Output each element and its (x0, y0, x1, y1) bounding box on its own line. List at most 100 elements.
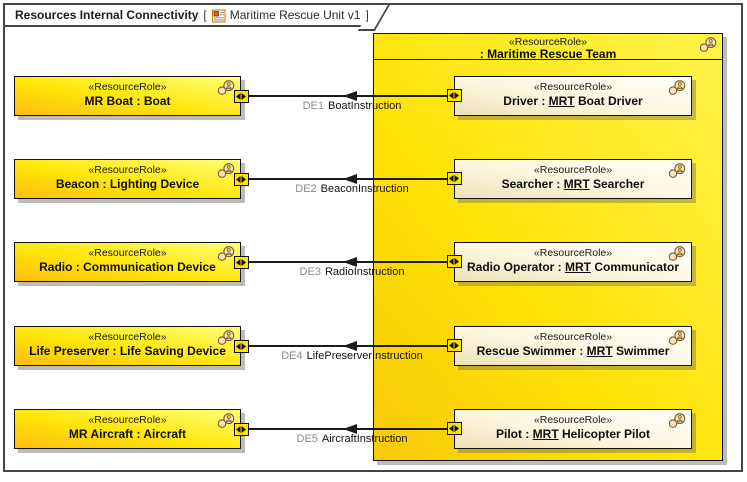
flow-id: DE1 (302, 100, 325, 112)
block-driver[interactable]: «ResourceRole» Driver : MRT Boat Driver (446, 75, 692, 116)
block-name: Radio Operator : MRT Communicator (455, 260, 691, 275)
inout-port[interactable] (446, 339, 462, 352)
stereotype-label: «ResourceRole» (88, 331, 167, 343)
inout-port[interactable] (233, 172, 249, 186)
inout-port[interactable] (446, 89, 462, 102)
tab-bracket-open: [ (203, 8, 207, 22)
block-name: Searcher : MRT Searcher (455, 177, 691, 192)
inout-arrows-icon (236, 258, 246, 266)
inout-arrows-icon (236, 425, 246, 433)
name-underlined: MRT (532, 426, 559, 441)
block-beacon[interactable]: «ResourceRole» Beacon : Lighting Device (14, 159, 249, 199)
block-name: : Maritime Rescue Team (479, 47, 617, 61)
team-header: «ResourceRole» : Maritime Rescue Team (374, 34, 722, 61)
resource-role-icon (668, 329, 686, 345)
inout-port[interactable] (233, 339, 249, 353)
name-suffix: Communicator (591, 259, 680, 274)
diagram-ref-name: Maritime Rescue Unit v1 (229, 8, 361, 22)
stereotype-label: «ResourceRole» (533, 330, 613, 343)
resource-role-icon (668, 162, 686, 178)
name-underlined: MRT (563, 176, 590, 191)
resource-role-icon (217, 163, 235, 178)
stereotype-label: «ResourceRole» (533, 246, 613, 259)
block-mr-aircraft[interactable]: «ResourceRole» MR Aircraft : Aircraft (14, 409, 249, 449)
inout-arrows-icon (449, 258, 459, 265)
diagram-ref-icon (211, 9, 226, 22)
inout-port[interactable] (233, 255, 249, 269)
block-radio[interactable]: «ResourceRole» Radio : Communication Dev… (14, 242, 249, 282)
stereotype-label: «ResourceRole» (88, 81, 167, 93)
flow-arrowhead (343, 257, 357, 267)
resource-role-icon (217, 413, 235, 428)
stereotype-label: «ResourceRole» (88, 164, 167, 176)
inout-arrows-icon (449, 342, 459, 349)
resource-role-icon (668, 412, 686, 428)
resource-role-icon (668, 245, 686, 261)
inout-arrows-icon (449, 175, 459, 182)
flow-name: AircraftInstruction (321, 433, 408, 445)
diagram-title: Resources Internal Connectivity (15, 8, 199, 22)
block-name: MR Boat : Boat (84, 94, 171, 108)
flow-name: BeaconInstruction (320, 183, 409, 195)
block-mr-boat[interactable]: «ResourceRole» MR Boat : Boat (14, 76, 249, 116)
flow-id: DE5 (296, 433, 318, 445)
flow-arrowhead (343, 424, 357, 434)
block-name: Radio : Communication Device (39, 260, 216, 274)
inout-port[interactable] (446, 255, 462, 268)
name-prefix: Pilot : (495, 426, 533, 441)
block-searcher[interactable]: «ResourceRole» Searcher : MRT Searcher (446, 158, 692, 199)
stereotype-label: «ResourceRole» (508, 36, 588, 48)
flow-name: BoatInstruction (328, 100, 402, 112)
name-suffix: Helicopter Pilot (558, 426, 651, 441)
stereotype-label: «ResourceRole» (533, 413, 613, 426)
flow-arrowhead (343, 91, 357, 101)
block-name: Driver : MRT Boat Driver (455, 94, 691, 109)
name-prefix: Searcher : (501, 176, 564, 191)
stereotype-label: «ResourceRole» (88, 247, 167, 259)
block-name: Beacon : Lighting Device (55, 177, 200, 191)
diagram-tab: Resources Internal Connectivity [ Mariti… (3, 3, 376, 27)
name-underlined: MRT (586, 343, 613, 358)
inout-port[interactable] (233, 422, 249, 436)
inout-port[interactable] (233, 89, 249, 103)
inout-arrows-icon (449, 92, 459, 99)
resource-role-icon (217, 330, 235, 345)
name-underlined: MRT (565, 259, 591, 274)
stereotype-label: «ResourceRole» (88, 414, 167, 426)
inout-arrows-icon (236, 175, 246, 183)
resource-role-icon (699, 37, 717, 52)
name-prefix: Driver : (503, 93, 549, 108)
block-name: Rescue Swimmer : MRT Swimmer (455, 344, 691, 359)
tab-bracket-close: ] (365, 8, 369, 22)
inout-arrows-icon (236, 342, 246, 350)
flow-id: DE2 (295, 183, 317, 195)
resource-role-icon (668, 79, 686, 95)
flow-id: DE3 (299, 266, 321, 278)
name-prefix: Rescue Swimmer : (476, 343, 587, 358)
resource-role-icon (217, 80, 235, 95)
flow-name: LifePreserverInstruction (306, 350, 423, 362)
block-name: Life Preserver : Life Saving Device (29, 344, 226, 358)
name-suffix: Boat Driver (574, 93, 643, 108)
flow-name: RadioInstruction (324, 266, 405, 278)
block-maritime-rescue-team[interactable]: «ResourceRole» : Maritime Rescue Team «R… (373, 33, 723, 461)
block-radio-operator[interactable]: «ResourceRole» Radio Operator : MRT Comm… (446, 241, 692, 282)
name-suffix: Swimmer (612, 343, 670, 358)
inout-port[interactable] (446, 422, 462, 435)
stereotype-label: «ResourceRole» (533, 163, 613, 176)
flow-id: DE4 (281, 350, 303, 362)
resource-role-icon (217, 246, 235, 261)
flow-arrowhead (343, 174, 357, 184)
block-pilot[interactable]: «ResourceRole» Pilot : MRT Helicopter Pi… (446, 408, 692, 449)
inout-port[interactable] (446, 172, 462, 185)
block-rescue-swimmer[interactable]: «ResourceRole» Rescue Swimmer : MRT Swim… (446, 325, 692, 366)
name-underlined: MRT (548, 93, 575, 108)
flow-arrowhead (343, 341, 357, 351)
block-life-preserver[interactable]: «ResourceRole» Life Preserver : Life Sav… (14, 326, 249, 366)
